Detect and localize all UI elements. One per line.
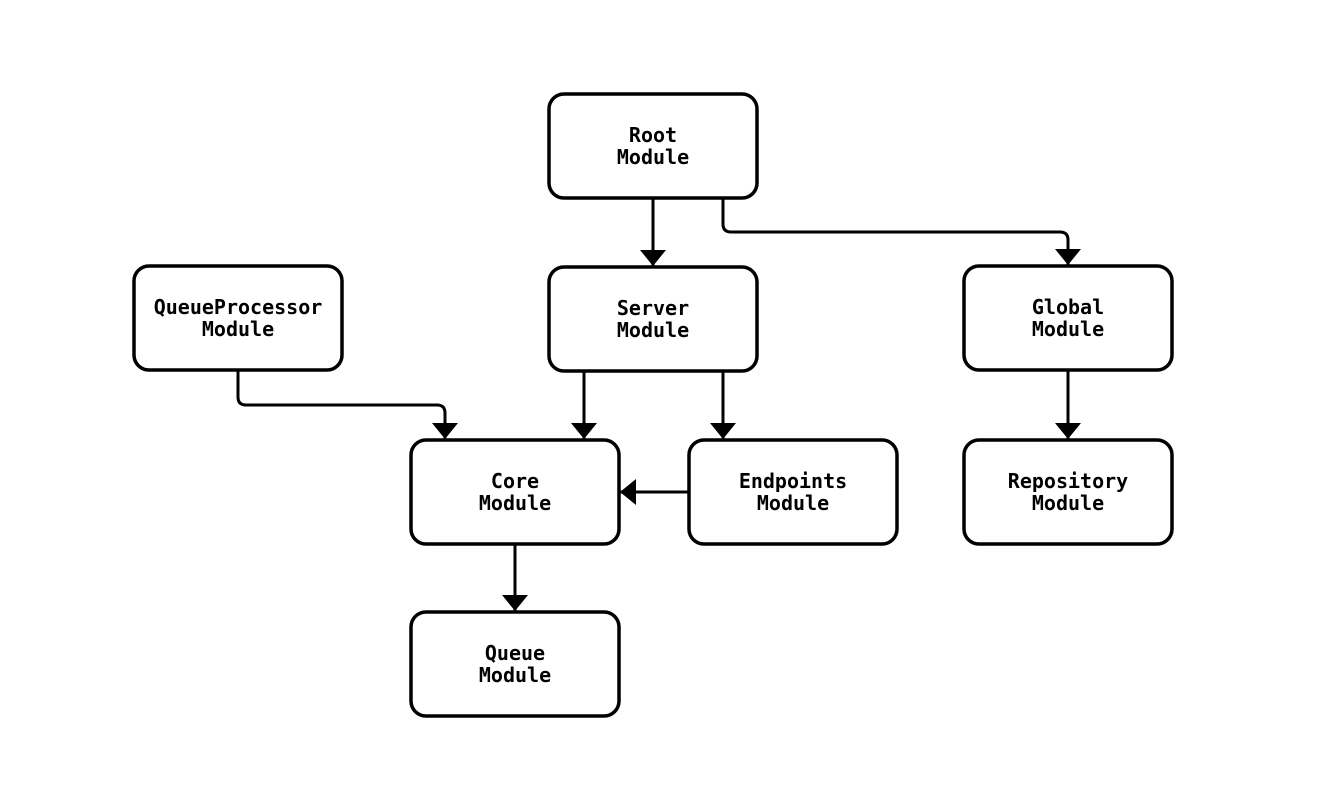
node-endpoints-box bbox=[687, 438, 899, 546]
node-queue-module: Queue Module bbox=[409, 610, 621, 718]
node-queue-label-line2: Module bbox=[479, 663, 551, 687]
node-endpoints-label-line1: Endpoints bbox=[739, 469, 847, 493]
node-root-module: Root Module bbox=[547, 92, 759, 200]
node-core-box bbox=[409, 438, 621, 546]
node-repository-label-line2: Module bbox=[1032, 491, 1104, 515]
node-queueprocessor-label-line2: Module bbox=[202, 317, 274, 341]
node-global-box bbox=[962, 264, 1174, 372]
node-server-label-line2: Module bbox=[617, 318, 689, 342]
edge-queueprocessor-to-core bbox=[236, 370, 458, 439]
node-server-label-line1: Server bbox=[617, 296, 689, 320]
node-queue-label-line1: Queue bbox=[485, 641, 545, 665]
node-server-box bbox=[547, 265, 759, 373]
node-core-module: Core Module bbox=[409, 438, 621, 546]
node-server-module: Server Module bbox=[547, 265, 759, 373]
node-repository-module: Repository Module bbox=[962, 438, 1174, 546]
node-queueprocessor-box bbox=[132, 264, 344, 372]
node-core-label-line1: Core bbox=[491, 469, 539, 493]
edge-root-to-global bbox=[721, 198, 1081, 265]
node-queue-box bbox=[409, 610, 621, 718]
node-endpoints-label-line2: Module bbox=[757, 491, 829, 515]
node-global-module: Global Module bbox=[962, 264, 1174, 372]
node-core-label-line2: Module bbox=[479, 491, 551, 515]
node-root-box bbox=[547, 92, 759, 200]
node-queueprocessor-module: QueueProcessor Module bbox=[132, 264, 344, 372]
node-queueprocessor-label-line1: QueueProcessor bbox=[154, 295, 323, 319]
node-global-label-line2: Module bbox=[1032, 317, 1104, 341]
node-root-label-line1: Root bbox=[629, 123, 677, 147]
node-endpoints-module: Endpoints Module bbox=[687, 438, 899, 546]
node-root-label-line2: Module bbox=[617, 145, 689, 169]
node-global-label-line1: Global bbox=[1032, 295, 1104, 319]
node-repository-box bbox=[962, 438, 1174, 546]
node-repository-label-line1: Repository bbox=[1008, 469, 1128, 493]
diagram-edges bbox=[236, 198, 1081, 611]
